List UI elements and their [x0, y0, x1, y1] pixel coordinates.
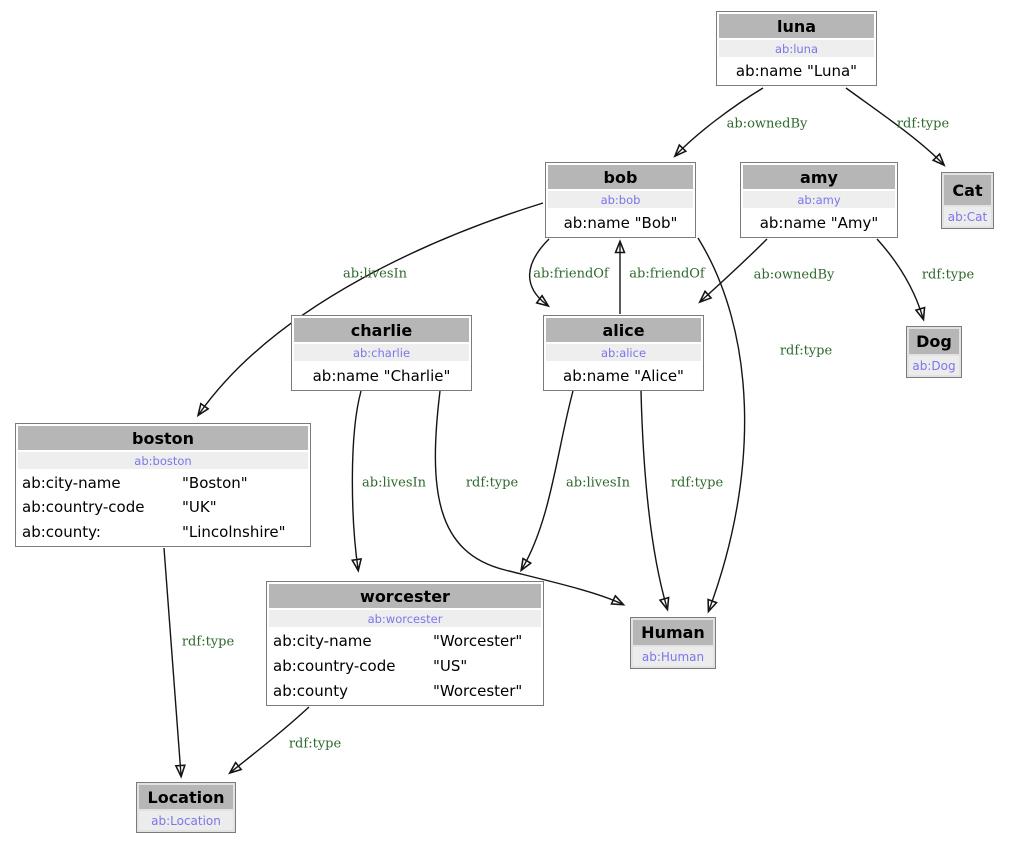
edge-label-ownedby: ab:ownedBy — [753, 267, 835, 283]
edge-bob-to-alice — [528, 238, 549, 305]
edge-amy-to-alice — [701, 238, 768, 301]
property-row: ab:country-code "UK" — [18, 498, 308, 516]
node-uri: ab:alice — [546, 344, 701, 361]
edge-charlie-to-worcester — [352, 390, 361, 569]
node-title: amy — [743, 165, 895, 189]
node-title: luna — [719, 14, 874, 38]
predicate: ab:country-code — [273, 656, 396, 675]
node-uri: ab:boston — [18, 452, 308, 469]
node-properties: ab:city-name "Boston" ab:country-code "U… — [18, 471, 308, 544]
predicate: ab:city-name — [273, 632, 372, 651]
node-title: Human — [633, 620, 713, 645]
node-human: Human ab:Human — [630, 617, 716, 669]
predicate: ab:county — [273, 681, 348, 700]
node-title: worcester — [269, 584, 541, 608]
edge-label-type: rdf:type — [779, 343, 833, 359]
node-uri: ab:Dog — [909, 356, 959, 375]
edge-label-friendof: ab:friendOf — [533, 266, 609, 282]
edge-label-type: rdf:type — [921, 267, 975, 283]
edge-label-type: rdf:type — [670, 475, 724, 491]
node-property: ab:name "Charlie" — [294, 363, 469, 388]
edge-label-type: rdf:type — [896, 116, 950, 132]
edge-worcester-to-location — [231, 706, 310, 772]
node-uri: ab:bob — [548, 191, 693, 208]
node-bob: bob ab:bob ab:name "Bob" — [545, 162, 696, 238]
node-property: ab:name "Bob" — [548, 210, 693, 235]
node-uri: ab:charlie — [294, 344, 469, 361]
edge-label-livesin: ab:livesIn — [343, 266, 407, 282]
edge-amy-to-dog — [876, 238, 923, 318]
edge-luna-to-cat — [845, 87, 943, 164]
property-row: ab:country-code "US" — [269, 657, 541, 675]
value: "Worcester" — [433, 681, 523, 700]
edge-bob-to-boston — [199, 202, 544, 414]
edge-alice-to-human — [640, 390, 667, 608]
node-worcester: worcester ab:worcester ab:city-name "Wor… — [266, 581, 544, 706]
predicate: ab:city-name — [22, 474, 121, 493]
value: "UK" — [182, 498, 217, 517]
edge-label-livesin: ab:livesIn — [362, 475, 426, 491]
property-row: ab:county "Worcester" — [269, 682, 541, 700]
node-dog: Dog ab:Dog — [906, 326, 962, 378]
property-row: ab:city-name "Boston" — [18, 474, 308, 492]
node-property: ab:name "Luna" — [719, 59, 874, 83]
edge-label-type: rdf:type — [181, 634, 235, 650]
node-cat: Cat ab:Cat — [941, 172, 994, 229]
value: "Lincolnshire" — [182, 522, 286, 541]
edge-label-livesin: ab:livesIn — [566, 475, 630, 491]
predicate: ab:county: — [22, 522, 101, 541]
node-alice: alice ab:alice ab:name "Alice" — [543, 315, 704, 391]
node-property: ab:name "Amy" — [743, 210, 895, 235]
node-uri: ab:Location — [139, 811, 233, 830]
edge-charlie-to-human — [434, 390, 622, 604]
node-uri: ab:luna — [719, 40, 874, 57]
node-title: alice — [546, 318, 701, 342]
property-row: ab:city-name "Worcester" — [269, 632, 541, 650]
node-title: Location — [139, 785, 233, 809]
edge-label-ownedby: ab:ownedBy — [726, 116, 808, 132]
property-row: ab:county: "Lincolnshire" — [18, 523, 308, 541]
value: "US" — [433, 656, 468, 675]
node-title: charlie — [294, 318, 469, 342]
edge-label-type: rdf:type — [288, 736, 342, 752]
node-location: Location ab:Location — [136, 782, 236, 833]
node-property: ab:name "Alice" — [546, 363, 701, 388]
node-luna: luna ab:luna ab:name "Luna" — [716, 11, 877, 86]
value: "Boston" — [182, 474, 248, 493]
node-properties: ab:city-name "Worcester" ab:country-code… — [269, 629, 541, 703]
predicate: ab:country-code — [22, 498, 145, 517]
value: "Worcester" — [433, 632, 523, 651]
edge-label-friendof: ab:friendOf — [629, 266, 705, 282]
node-boston: boston ab:boston ab:city-name "Boston" a… — [15, 423, 311, 547]
edge-bob-to-human — [697, 237, 746, 610]
node-title: Dog — [909, 329, 959, 354]
node-title: Cat — [944, 175, 991, 205]
node-amy: amy ab:amy ab:name "Amy" — [740, 162, 898, 238]
edge-label-type: rdf:type — [465, 475, 519, 491]
edge-luna-to-bob — [676, 87, 764, 155]
node-title: boston — [18, 426, 308, 450]
edge-boston-to-location — [163, 547, 181, 775]
edge-alice-to-worcester — [522, 390, 574, 569]
node-charlie: charlie ab:charlie ab:name "Charlie" — [291, 315, 472, 391]
node-uri: ab:amy — [743, 191, 895, 208]
node-uri: ab:Cat — [944, 207, 991, 226]
node-uri: ab:worcester — [269, 610, 541, 627]
node-title: bob — [548, 165, 693, 189]
node-uri: ab:Human — [633, 647, 713, 666]
